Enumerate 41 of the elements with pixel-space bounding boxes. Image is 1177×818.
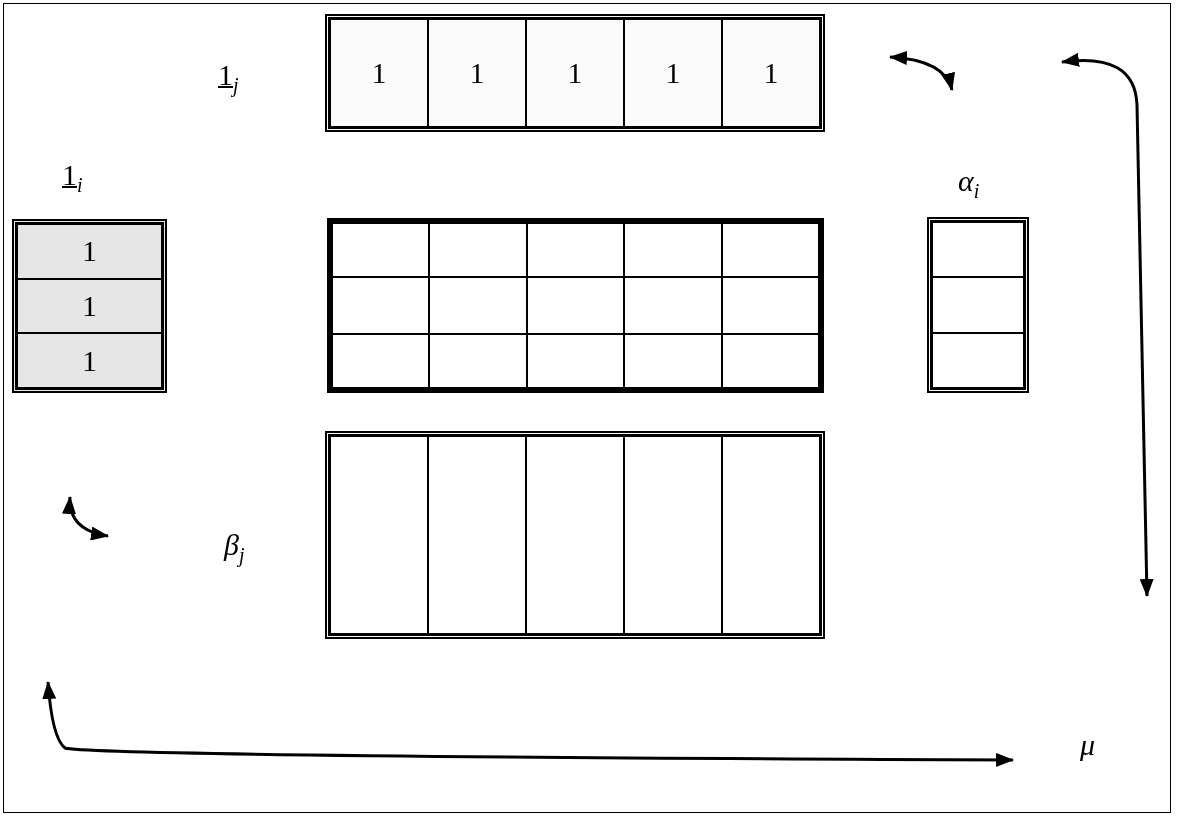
matrix-cell bbox=[932, 332, 1024, 388]
matrix-cell bbox=[429, 277, 527, 334]
row-vector bbox=[325, 431, 825, 639]
matrix-cell bbox=[721, 333, 819, 388]
math-label: 1$_{i}$ bbox=[62, 160, 83, 195]
row-vector bbox=[325, 14, 825, 132]
matrix-cell: 1 bbox=[624, 19, 722, 127]
column-vector bbox=[12, 219, 167, 393]
column-vector bbox=[927, 217, 1029, 393]
matrix-cell bbox=[526, 277, 625, 334]
matrix-cell bbox=[624, 223, 722, 278]
matrix-cell: 1 bbox=[722, 19, 820, 127]
matrix-cell bbox=[932, 277, 1024, 333]
matrix-cell bbox=[722, 436, 820, 634]
matrix-cell bbox=[332, 223, 430, 278]
matrix-cell: 1 bbox=[17, 224, 162, 279]
matrix-cell bbox=[624, 436, 722, 634]
matrix-cell bbox=[428, 436, 526, 634]
matrix-cell bbox=[330, 436, 428, 634]
matrix-cell: 1 bbox=[428, 19, 526, 127]
matrix-cell bbox=[526, 436, 624, 634]
matrix-cell: 1 bbox=[330, 19, 428, 127]
matrix-cell bbox=[721, 277, 819, 334]
matrix-cell: 1 bbox=[17, 278, 162, 334]
data-matrix bbox=[327, 218, 824, 393]
matrix-cell bbox=[332, 333, 430, 388]
matrix-cell bbox=[526, 333, 625, 388]
matrix-cell bbox=[624, 277, 722, 334]
math-label: α$_{i}$ bbox=[958, 166, 980, 201]
matrix-cell bbox=[332, 277, 430, 334]
matrix-cell bbox=[624, 333, 722, 388]
matrix-cell bbox=[526, 223, 625, 278]
math-label: β$_{j}$ bbox=[224, 530, 245, 565]
matrix-cell bbox=[721, 223, 819, 278]
matrix-cell bbox=[429, 223, 527, 278]
matrix-cell bbox=[429, 333, 527, 388]
math-label: μ bbox=[1080, 730, 1096, 760]
math-label: 1$_{j}$ bbox=[218, 60, 239, 95]
matrix-cell: 1 bbox=[526, 19, 624, 127]
matrix-cell bbox=[932, 222, 1024, 278]
matrix-cell: 1 bbox=[17, 333, 162, 388]
